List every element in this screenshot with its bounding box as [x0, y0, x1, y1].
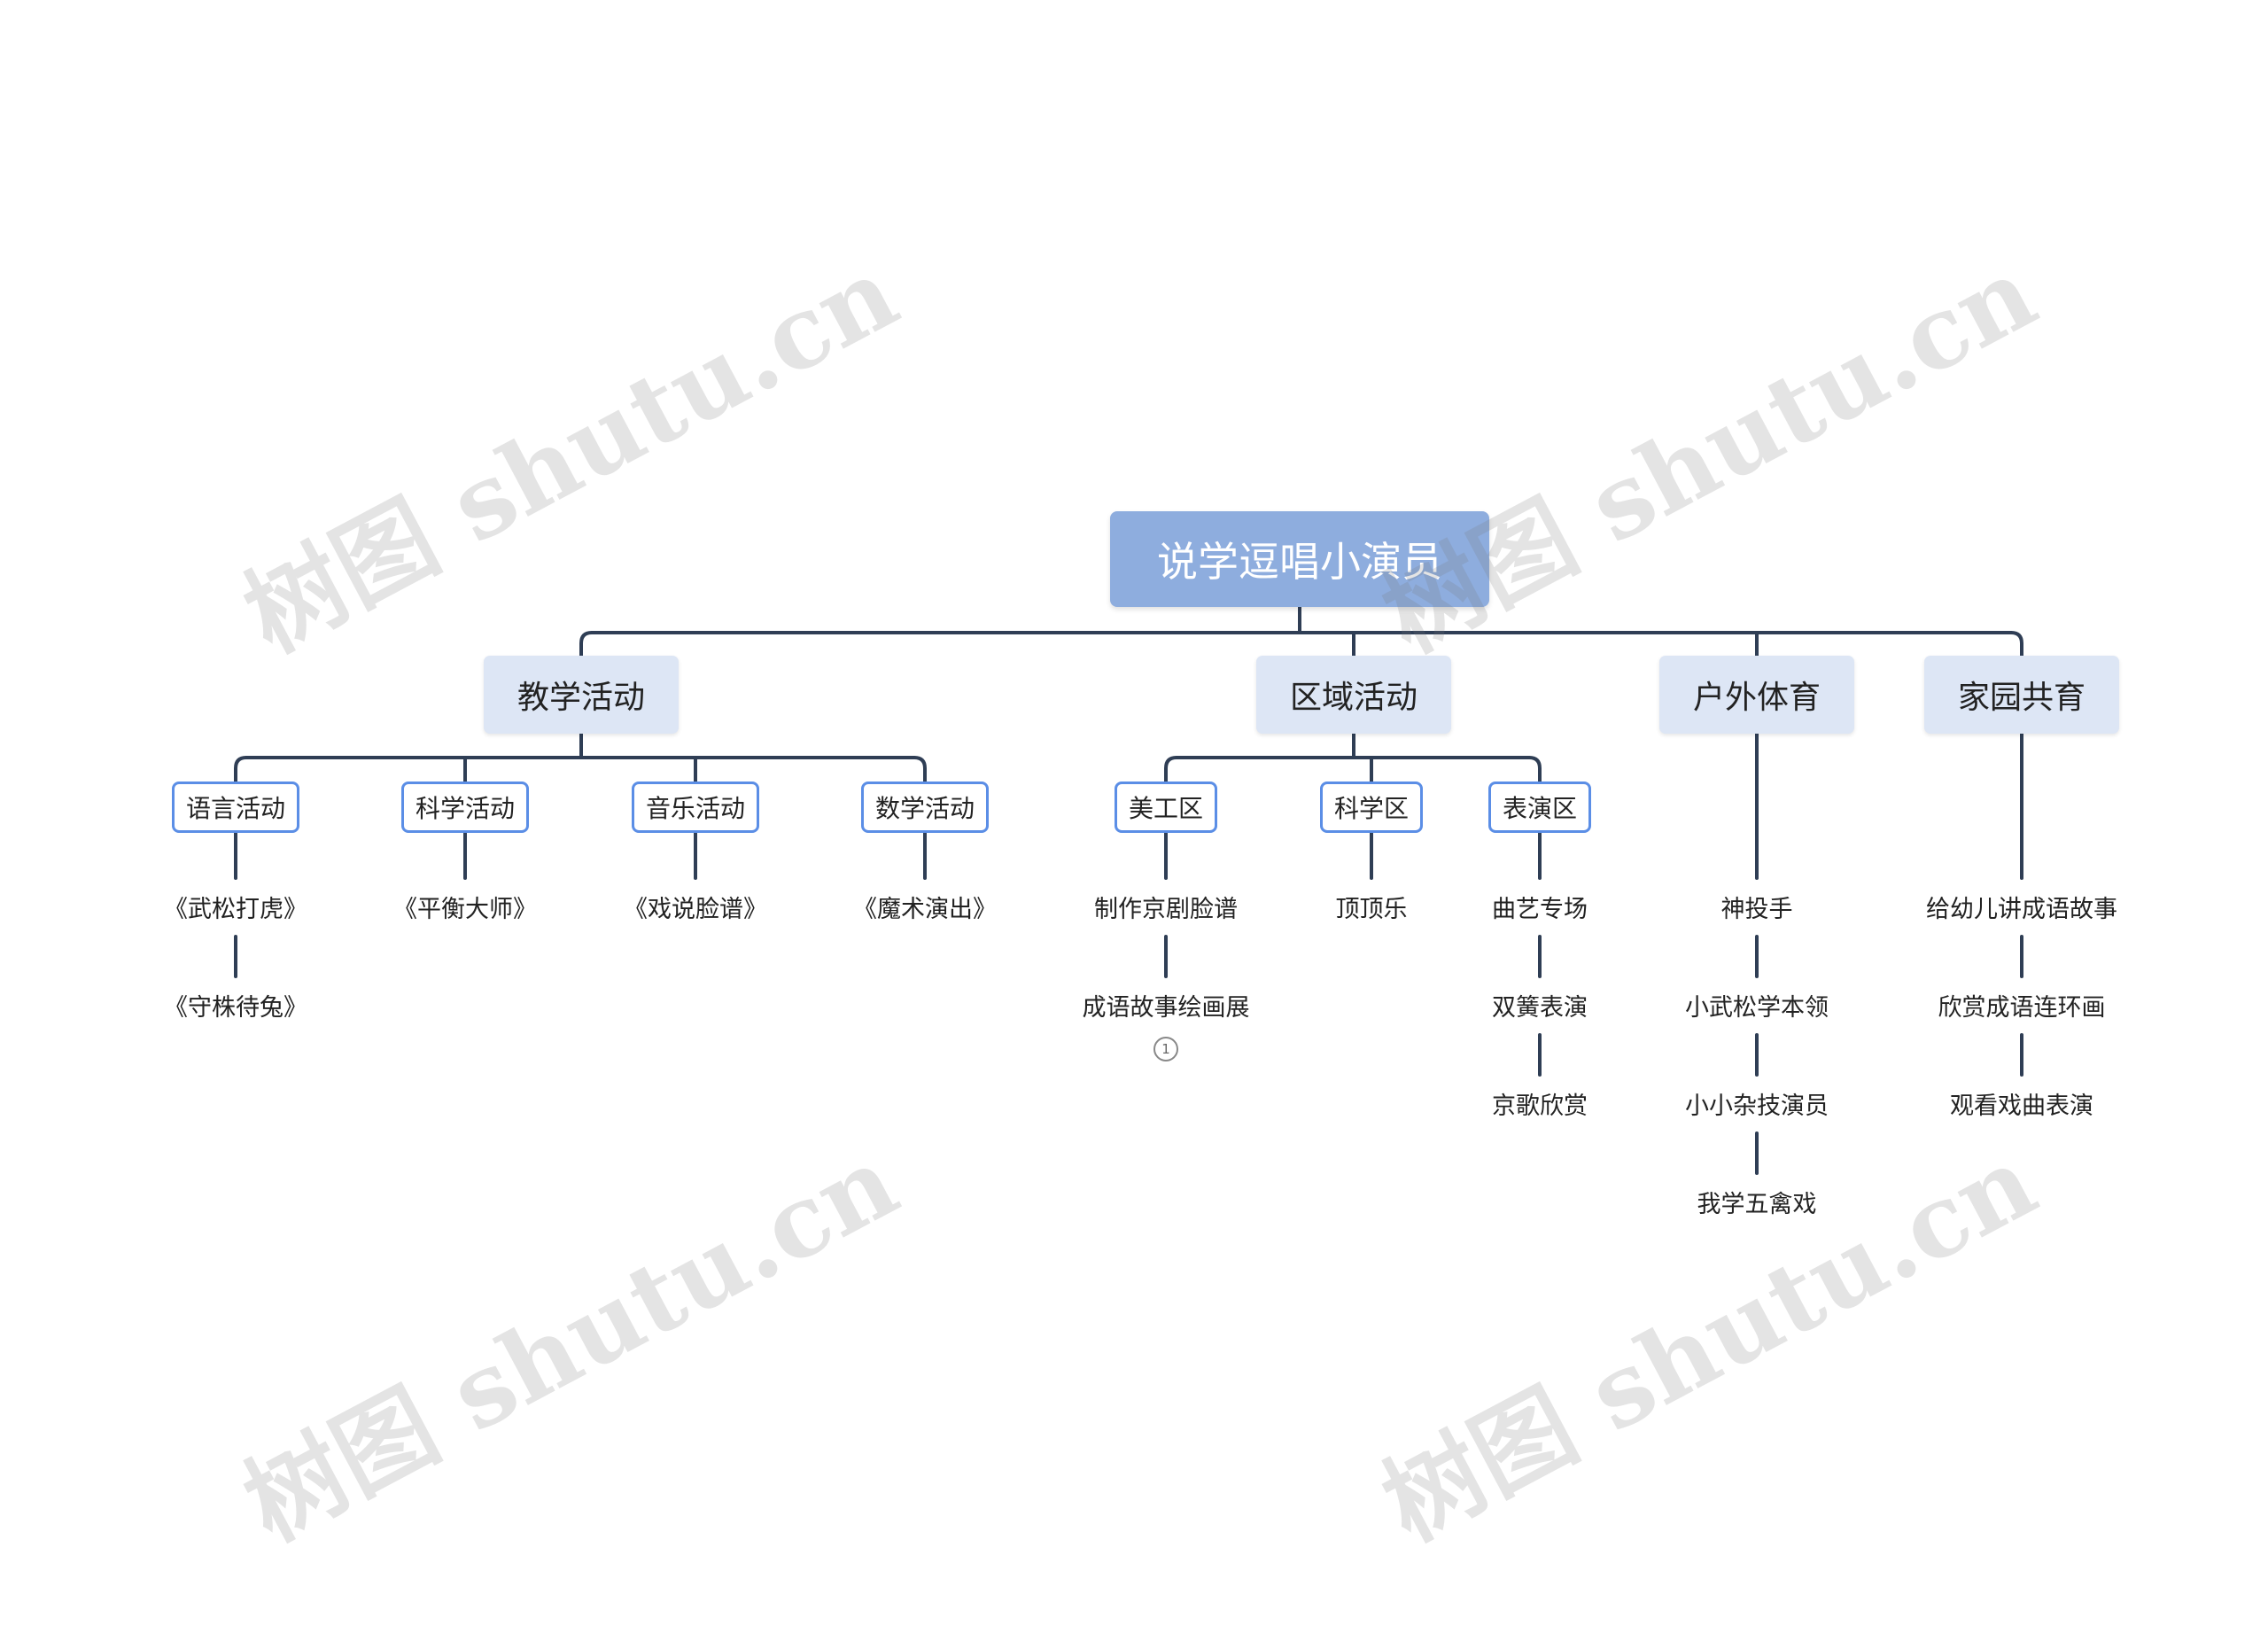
leaf-node[interactable]: 顶顶乐 — [1335, 895, 1408, 923]
numbered-marker-icon[interactable]: 1 — [1153, 1037, 1178, 1061]
branch-connector-corner-left — [1164, 756, 1178, 783]
leaf-node[interactable]: 《戏说脸谱》 — [624, 895, 767, 923]
leaf-node[interactable]: 《魔术演出》 — [853, 895, 997, 923]
branch-connector-corner-left — [234, 756, 248, 783]
branch-4[interactable]: 家园共育 — [1924, 656, 2119, 734]
branch-connector-corner-right — [1527, 756, 1542, 783]
root-connector-corner-left — [579, 631, 594, 657]
leaf-node[interactable]: 《武松打虎》 — [164, 895, 307, 923]
leaf-node[interactable]: 制作京剧脸谱 — [1094, 895, 1238, 923]
root-connector-corner-right — [2009, 631, 2023, 657]
leaf-node[interactable]: 我学五禽戏 — [1697, 1190, 1817, 1218]
leaf-node[interactable]: 小小杂技演员 — [1685, 1092, 1829, 1120]
leaf-node[interactable]: 小武松学本领 — [1685, 993, 1829, 1022]
leaf-node[interactable]: 曲艺专场 — [1492, 895, 1588, 923]
leaf-node[interactable]: 欣赏成语连环画 — [1938, 993, 2106, 1022]
subtopic-2-2[interactable]: 科学区 — [1320, 782, 1423, 833]
leaf-node[interactable]: 双簧表演 — [1492, 993, 1588, 1022]
leaf-node[interactable]: 给幼儿讲成语故事 — [1926, 895, 2117, 923]
subtopic-2-1[interactable]: 美工区 — [1115, 782, 1217, 833]
leaf-node[interactable]: 《守株待兔》 — [164, 993, 307, 1022]
subtopic-1-3[interactable]: 音乐活动 — [632, 782, 759, 833]
branch-1[interactable]: 教学活动 — [484, 656, 679, 734]
leaf-node[interactable]: 观看戏曲表演 — [1950, 1092, 2093, 1120]
branch-2[interactable]: 区域活动 — [1256, 656, 1451, 734]
leaf-node[interactable]: 神投手 — [1720, 895, 1793, 923]
leaf-node[interactable]: 成语故事绘画展 — [1082, 993, 1250, 1022]
subtopic-1-2[interactable]: 科学活动 — [401, 782, 529, 833]
branch-connector-corner-right — [913, 756, 927, 783]
root-topic[interactable]: 说学逗唱小演员 — [1110, 511, 1489, 607]
leaf-node[interactable]: 《平衡大师》 — [393, 895, 537, 923]
subtopic-1-4[interactable]: 数学活动 — [861, 782, 989, 833]
subtopic-1-1[interactable]: 语言活动 — [172, 782, 299, 833]
leaf-node[interactable]: 京歌欣赏 — [1492, 1092, 1588, 1120]
branch-3[interactable]: 户外体育 — [1659, 656, 1854, 734]
subtopic-2-3[interactable]: 表演区 — [1488, 782, 1591, 833]
